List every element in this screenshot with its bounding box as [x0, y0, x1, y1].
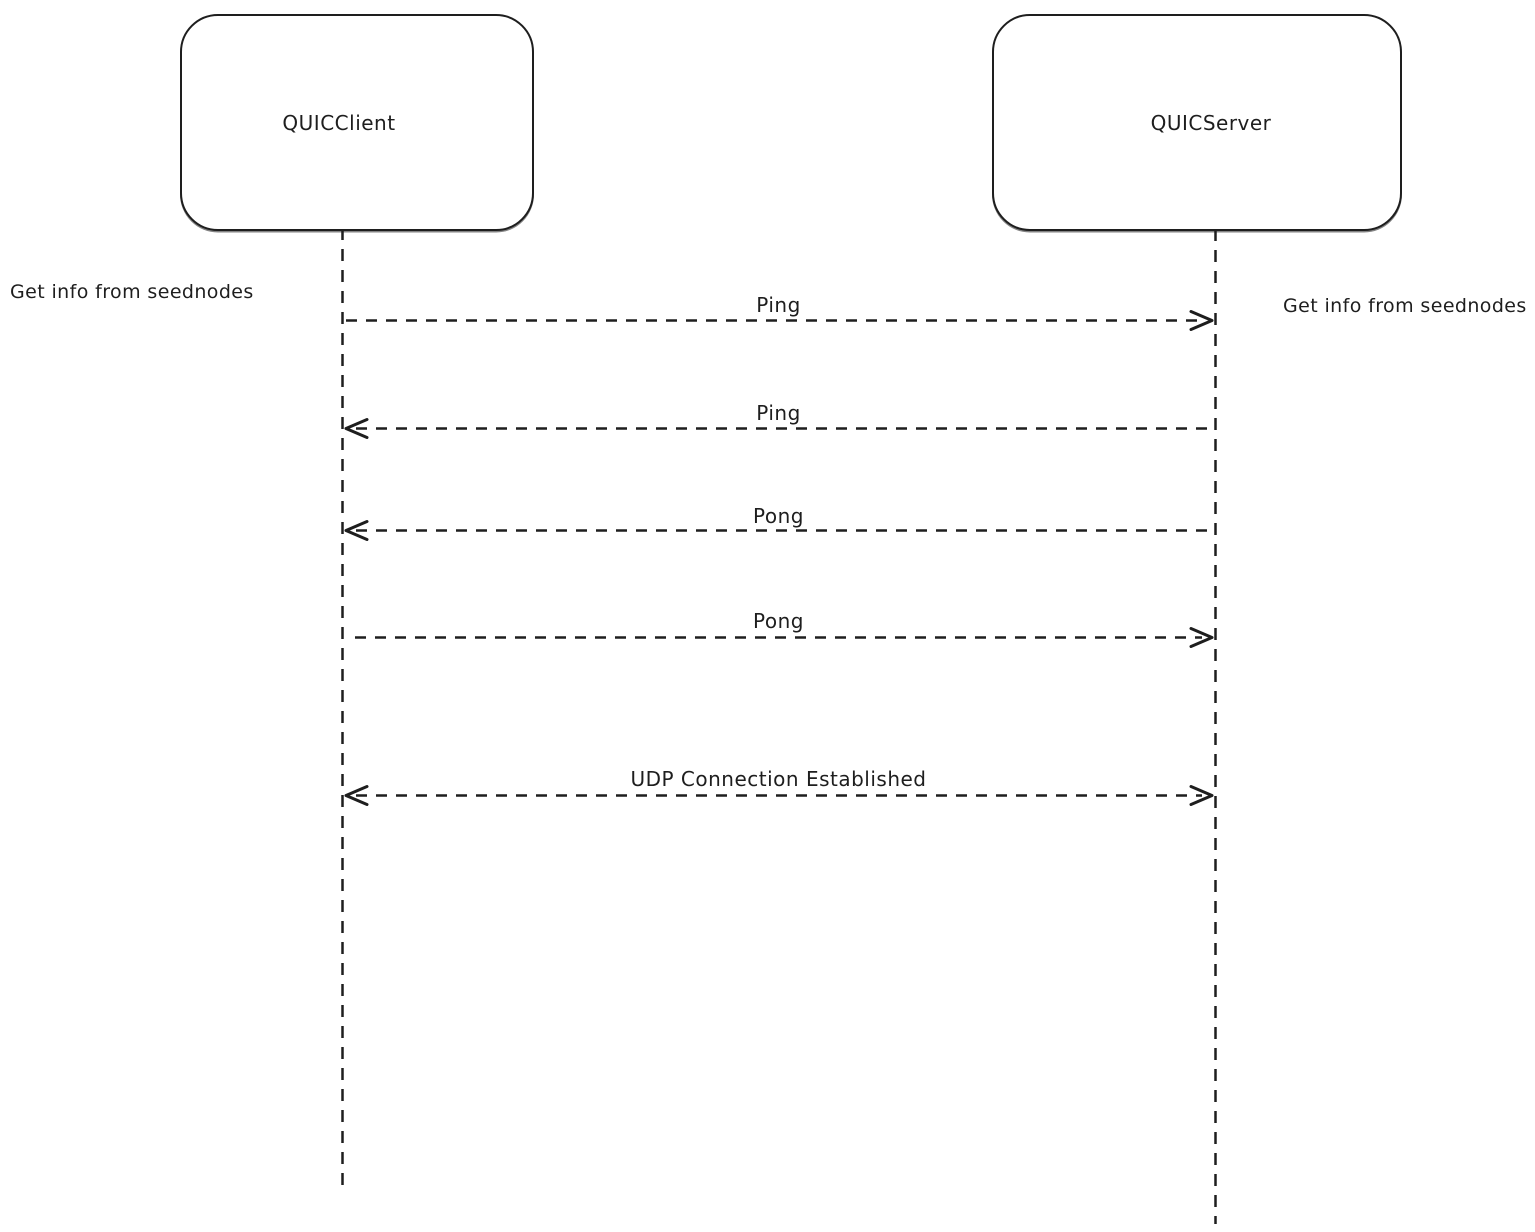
arrowhead-left-icon	[344, 418, 369, 439]
message-label-4: Pong	[753, 609, 804, 633]
message-label-5: UDP Connection Established	[630, 767, 927, 791]
actor-label-quicclient: QUICClient	[282, 110, 396, 135]
message-label-1: Ping	[756, 293, 801, 317]
message-label-3: Pong	[753, 504, 804, 528]
arrowhead-right-icon	[1189, 310, 1214, 331]
actor-box-quicclient: QUICClient	[180, 14, 534, 231]
side-note-right: Get info from seednodes	[1283, 295, 1527, 317]
message-label-2: Ping	[756, 401, 801, 425]
arrowhead-left-icon	[344, 785, 369, 806]
actor-label-quicserver: QUICServer	[1150, 110, 1272, 135]
side-note-left: Get info from seednodes	[10, 281, 254, 303]
arrowhead-right-icon	[1189, 785, 1214, 806]
arrowhead-left-icon	[344, 520, 369, 541]
actor-box-quicserver: QUICServer	[992, 14, 1402, 231]
arrowhead-right-icon	[1189, 627, 1214, 648]
